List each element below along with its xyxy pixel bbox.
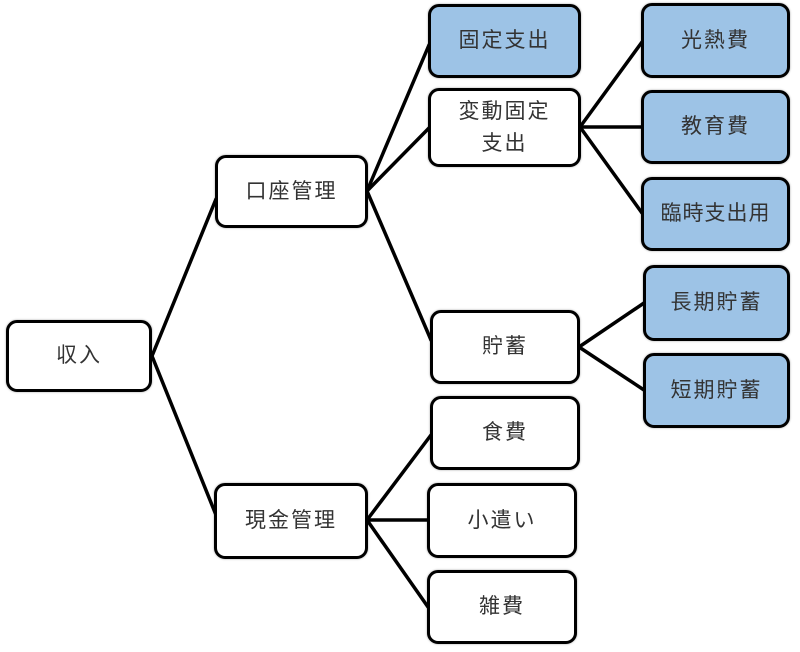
node-misc-label: 雑費 [479,595,525,619]
edge-account-variable-fixed [365,126,431,193]
edge-variable-fixed-temporary [578,125,644,215]
node-fixed-expense-label: 固定支出 [458,29,551,53]
node-utilities: 光熱費 [641,3,790,78]
edge-income-cash-mgmt [150,354,218,517]
node-cash-mgmt-label: 現金管理 [245,509,337,533]
node-income: 収入 [6,320,152,392]
edge-income-account-mgmt [150,197,218,358]
edge-cash-food [365,433,433,522]
node-long-term-savings: 長期貯蓄 [643,265,790,341]
node-utilities-label: 光熱費 [681,28,750,52]
node-variable-fixed-expense-label: 変動固定 支出 [458,100,551,155]
node-account-mgmt-label: 口座管理 [245,179,338,203]
edge-account-savings [365,189,433,342]
node-short-term-savings-label: 短期貯蓄 [670,378,763,402]
node-variable-fixed-expense: 変動固定 支出 [428,88,581,167]
node-income-label: 収入 [56,344,102,368]
node-temporary-expense-label: 臨時支出用 [660,202,771,226]
edge-account-fixed-expense [365,43,431,193]
edge-cash-misc [365,518,430,609]
edge-variable-fixed-utilities [578,40,644,129]
node-cash-mgmt: 現金管理 [214,483,368,559]
edge-savings-short-term [577,345,646,392]
node-food: 食費 [430,396,580,470]
node-short-term-savings: 短期貯蓄 [643,353,790,428]
node-food-label: 食費 [482,421,528,445]
node-education-label: 教育費 [681,115,750,139]
node-fixed-expense: 固定支出 [428,4,581,78]
node-pocket-money: 小遣い [427,483,577,558]
node-savings: 貯蓄 [430,310,580,384]
node-account-mgmt: 口座管理 [215,155,368,228]
node-pocket-money-label: 小遣い [467,508,537,532]
edge-savings-long-term [577,301,646,349]
node-temporary-expense: 臨時支出用 [641,177,790,251]
node-misc: 雑費 [427,570,577,644]
node-long-term-savings-label: 長期貯蓄 [670,291,763,315]
node-education: 教育費 [641,90,790,164]
node-savings-label: 貯蓄 [482,335,528,359]
